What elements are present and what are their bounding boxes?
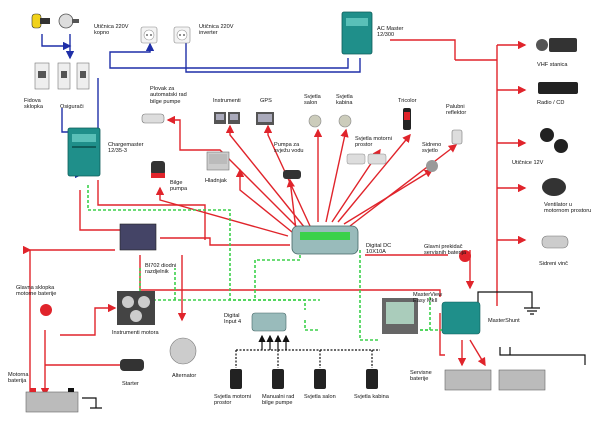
label-radio: Radio / CD: [537, 100, 565, 106]
fan-icon: [540, 176, 568, 198]
service-battery-switch-icon: [455, 248, 475, 264]
bilge-pump-icon: [147, 158, 169, 180]
mastershunt-icon: [440, 300, 482, 336]
label-bilge-pump: Bilge pumpa: [170, 180, 188, 193]
label-starter: Starter: [122, 381, 139, 387]
label-deck-light: Palubni reflektor: [446, 104, 467, 117]
engine-instruments-icon: [116, 290, 156, 326]
digital-input-icon: [250, 310, 288, 334]
label-rcd: Fidova sklopka: [24, 98, 43, 111]
label-engine-instruments: Instrumenti motora: [112, 330, 159, 336]
service-battery-icon: [497, 366, 547, 392]
label-salon-lights: Svjetla salon: [304, 94, 321, 107]
ac-master-icon: [340, 10, 374, 56]
label-gps: GPS: [260, 98, 272, 104]
label-instruments: Instrumenti: [213, 98, 241, 104]
label-sw-bilge: Manualni rad bilge pumpe: [262, 394, 295, 407]
label-engine-room-lights: Svjetla motorni prostor: [355, 136, 392, 149]
label-chargemaster: Chargemaster 12/35-3: [108, 142, 144, 155]
fuse-icon: [57, 62, 71, 90]
label-masterview: MasterView Easy MkII: [413, 292, 443, 305]
alternator-icon: [168, 336, 198, 366]
vhf-radio-icon: [535, 34, 579, 56]
water-pump-icon: [281, 166, 303, 182]
shore-plug-icon: [30, 10, 52, 32]
control-wires: [82, 291, 586, 409]
label-engine-switch: Glavna sklopka motorne baterije: [16, 285, 57, 298]
label-service-switch: Glavni prekidač servisnih baterija: [424, 244, 466, 257]
label-alternator: Alternator: [172, 373, 197, 379]
label-engine-battery: Motorna baterija: [8, 372, 29, 385]
engine-battery-switch-icon: [36, 302, 56, 318]
label-vhf: VHF stanica: [537, 62, 568, 68]
windlass-icon: [540, 230, 570, 252]
switch-bilge-icon: [270, 368, 286, 390]
label-digital-dc: Digital DC 10X10A: [366, 243, 392, 256]
cabin-light-icon: [338, 114, 352, 128]
label-12v-sockets: Utičnice 12V: [512, 160, 544, 166]
tricolor-icon: [400, 106, 414, 132]
gps-icon: [255, 110, 275, 126]
instruments-icon: [213, 110, 241, 126]
masterview-panel-icon: [380, 296, 420, 336]
starter-icon: [118, 354, 148, 376]
anchor-light-icon: [425, 158, 439, 174]
label-anchor-light: Sidreno svjetlo: [422, 142, 442, 155]
chargemaster-icon: [66, 126, 102, 178]
deck-light-icon: [450, 128, 464, 146]
ac-wires: [41, 34, 361, 179]
fuse-icon: [76, 62, 90, 90]
label-service-batteries: Servisne baterije: [410, 370, 432, 383]
socket-shore-icon: [140, 26, 158, 44]
socket-inverter-icon: [173, 26, 191, 44]
digital-dc-icon: [290, 222, 360, 258]
label-diode-splitter: BI702 diodni razdjelnik: [145, 263, 177, 276]
switch-engine-lights-icon: [228, 368, 244, 390]
label-mastershunt: MasterShunt: [488, 318, 520, 324]
label-fan: Ventilator u motornom prostoru: [544, 202, 592, 215]
label-float-switch: Plovak za automatski rad bilge pumpe: [150, 86, 187, 105]
label-tricolor: Tricolor: [398, 98, 417, 104]
switch-salon-icon: [312, 368, 328, 390]
engine-room-lights-icon: [346, 150, 388, 168]
label-cabin-lights: Svjetla kabina: [336, 94, 353, 107]
engine-battery-icon: [24, 388, 80, 414]
label-fuses: Osigurači: [60, 104, 84, 110]
label-sw-engine-lights: Svjetla motorni prostor: [214, 394, 251, 407]
label-digital-input: Digital Input 4: [224, 313, 242, 326]
rcd-switch-icon: [34, 62, 50, 90]
salon-light-icon: [308, 114, 322, 128]
float-switch-icon: [140, 110, 168, 128]
label-sw-cabin: Svjetla kabina: [354, 394, 389, 400]
fridge-icon: [205, 150, 231, 172]
radio-cd-icon: [537, 80, 579, 96]
label-sw-salon: Svjetla salon: [304, 394, 336, 400]
sockets-12v-icon: [537, 126, 571, 156]
service-battery-icon: [443, 366, 493, 392]
label-inverter-socket: Utičnica 220V inverter: [199, 24, 234, 37]
label-fridge: Hladnjak: [205, 178, 227, 184]
switch-cabin-icon: [364, 368, 380, 390]
label-water-pump: Pumpa za svježu vodu: [274, 142, 304, 155]
cable-plug-icon: [58, 10, 80, 32]
label-ac-master: AC Master 12/300: [377, 26, 404, 39]
diode-splitter-icon: [118, 222, 158, 252]
label-shore-socket: Utičnica 220V kopno: [94, 24, 129, 37]
label-windlass: Sidreni vinč: [539, 261, 568, 267]
